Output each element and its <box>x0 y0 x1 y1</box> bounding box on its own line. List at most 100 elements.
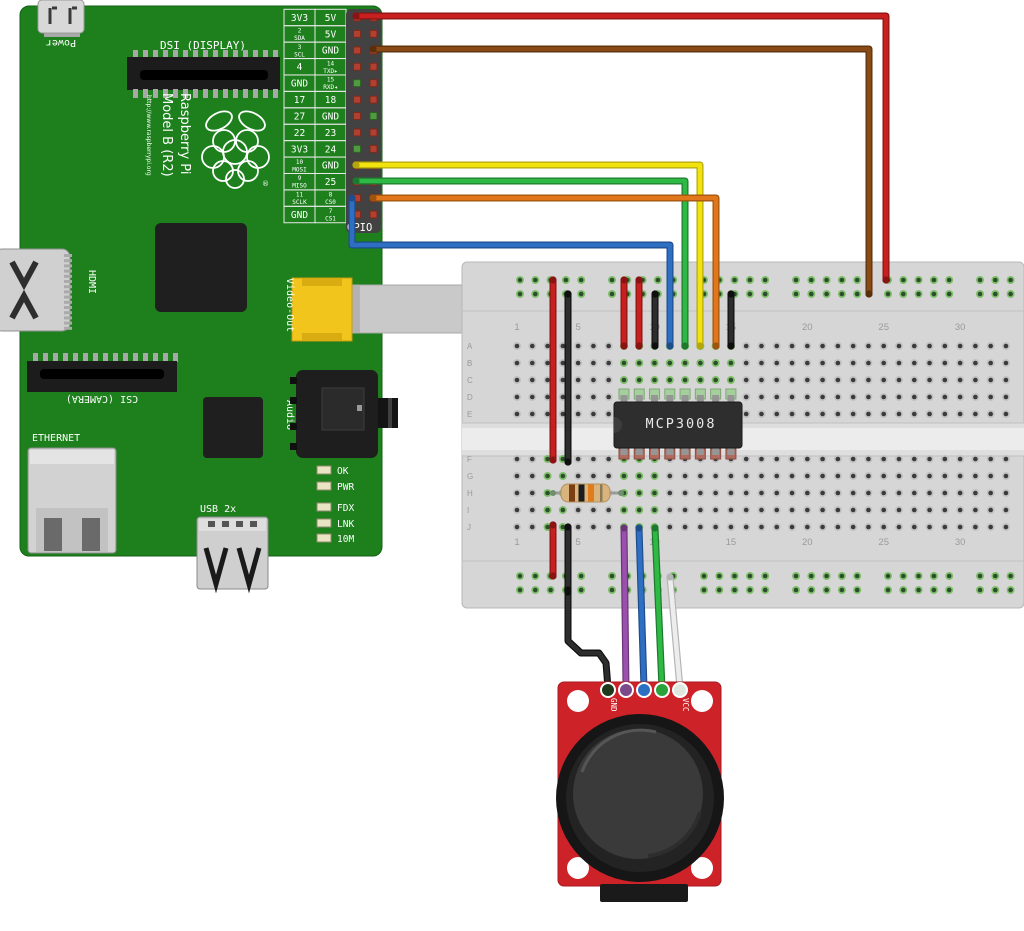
column-label: 30 <box>955 322 966 333</box>
wire-vref[interactable] <box>635 276 643 350</box>
gpio-pin[interactable] <box>353 29 361 38</box>
joystick-pin-sel[interactable] <box>654 682 670 698</box>
gpio-pin-name: 4 <box>297 62 303 73</box>
wire-J4-to-bottom-neg[interactable] <box>564 523 572 594</box>
column-label: 15 <box>726 537 737 548</box>
column-label: 5 <box>575 537 580 548</box>
gpio-pin-name: 3V3 <box>291 144 308 155</box>
wire-miso-to-dout[interactable] <box>352 177 689 350</box>
row-letter: G <box>467 472 473 481</box>
joystick-pin-horz[interactable] <box>636 682 652 698</box>
mcp3008-chip[interactable]: MCP3008 <box>613 401 743 449</box>
column-label: 20 <box>802 537 813 548</box>
gpio-pin[interactable] <box>353 62 361 71</box>
raspberry-pi-board[interactable]: Power DSI (DISPLAY) ® Raspberry Pi Mode <box>0 0 463 594</box>
joystick-pin-gnd[interactable] <box>600 682 616 698</box>
gpio-pin-name: 17 <box>294 95 305 106</box>
pi-title: Raspberry Pi <box>177 93 192 174</box>
soc-chip[interactable] <box>155 223 247 312</box>
gpio-pin[interactable] <box>369 144 378 153</box>
wire-vdd[interactable] <box>620 276 628 350</box>
lan-chip[interactable] <box>203 397 263 458</box>
dsi-connector[interactable]: DSI (DISPLAY) <box>127 39 280 98</box>
gpio-pin[interactable] <box>353 128 361 137</box>
dsi-pins-bottom <box>133 89 278 98</box>
wire-J3-to-bottom-pos[interactable] <box>549 521 557 580</box>
wire-dgnd[interactable] <box>727 290 735 350</box>
column-label: 25 <box>878 537 889 548</box>
mounting-hole <box>691 690 713 712</box>
column-label: 5 <box>575 322 580 333</box>
gpio-pin[interactable] <box>353 144 361 153</box>
hdmi-connector[interactable]: HDMI <box>0 248 97 332</box>
power-connector[interactable]: Power <box>37 0 85 48</box>
pi-model: Model B (R2) <box>159 93 174 177</box>
row-letter: H <box>467 489 473 498</box>
gpio-pin[interactable] <box>353 79 361 88</box>
gpio-pin[interactable] <box>369 95 378 104</box>
gpio-pin-name: CS0 <box>325 199 336 206</box>
wire-sclk-to-clk[interactable] <box>348 194 674 350</box>
wire-agnd[interactable] <box>651 290 659 350</box>
dsi-pins-top <box>133 50 278 58</box>
csi-connector[interactable]: CSI (CAMERA) <box>27 353 178 404</box>
row-letter: A <box>467 342 473 351</box>
gpio-pin-name: 5V <box>325 13 337 24</box>
gpio-pin-number: 7 <box>329 208 333 215</box>
usb-pins <box>208 521 257 527</box>
video-out-connector[interactable]: Video-Out <box>284 277 463 342</box>
wire-mosi-to-din[interactable] <box>352 161 704 350</box>
gpio-pin-number: 9 <box>298 175 302 182</box>
column-label: 1 <box>514 322 519 333</box>
wire-cs0-to-cs[interactable] <box>369 194 720 350</box>
gpio-pin[interactable] <box>353 95 361 104</box>
led-pwr <box>316 481 332 491</box>
hdmi-teeth <box>64 254 72 330</box>
joystick-pin-vcc[interactable] <box>672 682 688 698</box>
gpio-pin-number: 2 <box>298 27 302 34</box>
gpio-pin[interactable] <box>353 112 361 121</box>
gpio-pin-number: 14 <box>327 60 335 67</box>
gpio-pin-number: 15 <box>327 77 335 84</box>
gpio-pin[interactable] <box>353 46 361 55</box>
row-letter: B <box>467 359 472 368</box>
usb-connector[interactable]: USB 2x <box>196 504 269 594</box>
led-label: LNK <box>337 519 354 530</box>
gpio-pin-name: GND <box>322 46 339 57</box>
gpio-pin[interactable] <box>369 210 378 219</box>
wire-3v3-to-rail-pos[interactable] <box>352 12 890 284</box>
gpio-pin[interactable] <box>369 29 378 38</box>
gpio-pin-name: GND <box>322 161 339 172</box>
gpio-pin-name: TXD▸ <box>323 68 337 75</box>
gpio-pin-name: CS1 <box>325 216 336 223</box>
led-ok <box>316 465 332 475</box>
gpio-pin-name: MISO <box>292 183 307 190</box>
wire-neg-rail-to-F4[interactable] <box>564 290 572 466</box>
column-label: 25 <box>878 322 889 333</box>
mounting-hole <box>567 690 589 712</box>
gpio-pin[interactable] <box>369 62 378 71</box>
pi-url: http://www.raspberrypi.org <box>145 95 152 176</box>
joystick-pin-header <box>600 682 688 698</box>
row-letter: F <box>467 455 472 464</box>
led-label: OK <box>337 466 349 477</box>
gpio-pin[interactable] <box>369 79 378 88</box>
wire-pos-rail-to-F3[interactable] <box>549 276 557 464</box>
wire-gnd-to-rail-neg[interactable] <box>369 45 873 298</box>
raspberry-pi-logo-icon: ® <box>201 110 270 189</box>
gpio-pin[interactable] <box>369 112 378 121</box>
ethernet-connector[interactable]: ETHERNET <box>27 433 117 554</box>
gpio-pin[interactable] <box>369 128 378 137</box>
joystick-knob[interactable] <box>556 714 724 882</box>
gpio-pin-name: SDA <box>294 35 305 42</box>
resistor-10k[interactable] <box>550 483 624 503</box>
mcp3008-pads <box>618 388 737 460</box>
breadboard-holes <box>513 276 1015 594</box>
audio-jack[interactable]: Audio <box>284 370 398 458</box>
joystick-pin-vert[interactable] <box>618 682 634 698</box>
joystick-module[interactable]: GND VCC <box>556 681 724 902</box>
